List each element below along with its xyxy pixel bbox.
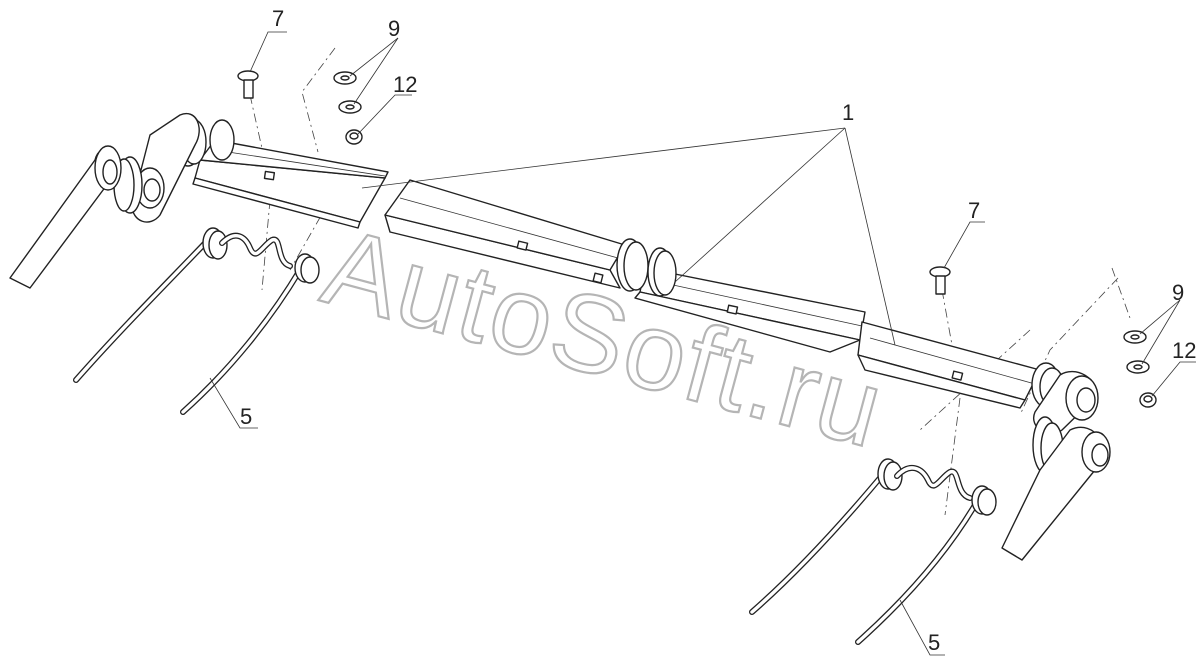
callout-labels: 1 7 9 12 5 7 9 12 5 xyxy=(240,6,1196,655)
tine-right xyxy=(749,458,997,645)
leader-lines xyxy=(209,31,1196,656)
fasteners-left xyxy=(237,70,363,145)
callout-washer-left: 9 xyxy=(388,16,400,41)
callout-washer-right: 9 xyxy=(1172,280,1184,305)
callout-tine-left: 5 xyxy=(240,404,252,429)
lever-left xyxy=(9,112,200,289)
callout-nut-left: 12 xyxy=(393,72,417,97)
lever-right xyxy=(1001,370,1111,561)
callout-tine-right: 5 xyxy=(928,630,940,655)
fasteners-right xyxy=(929,266,1157,408)
callout-bolt-left: 7 xyxy=(272,6,284,31)
tine-left xyxy=(73,227,320,415)
callout-bolt-right: 7 xyxy=(968,198,980,223)
callout-shaft: 1 xyxy=(842,100,854,125)
callout-nut-right: 12 xyxy=(1172,338,1196,363)
